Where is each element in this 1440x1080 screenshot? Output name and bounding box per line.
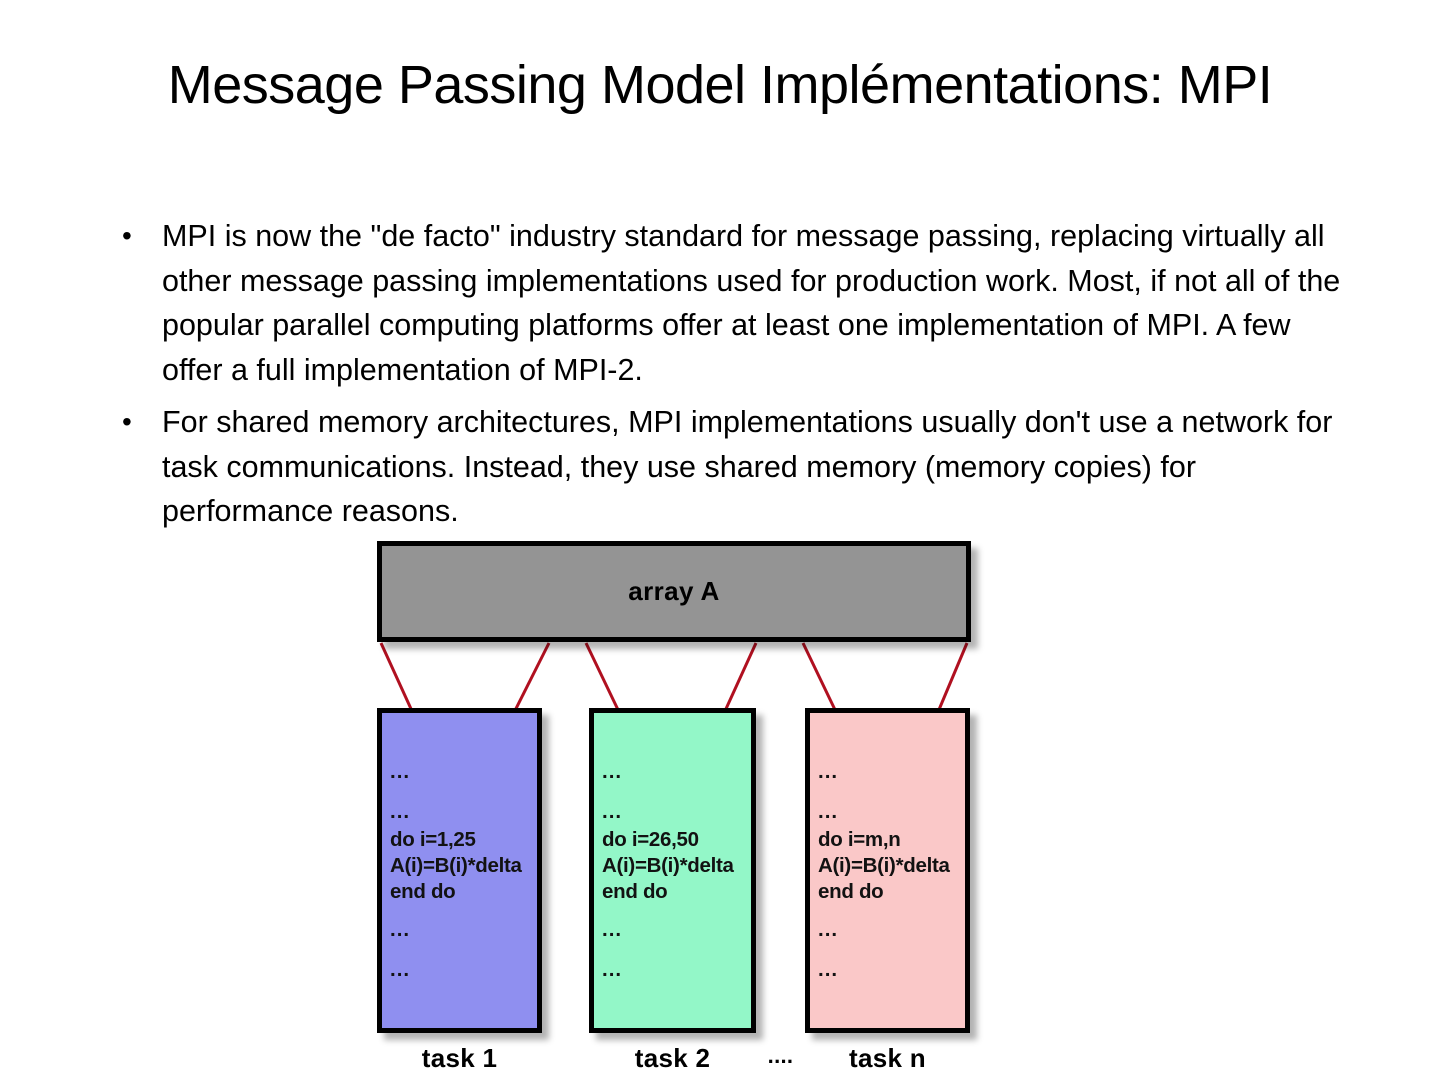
code-line: ...	[818, 800, 839, 823]
task-box-1: ... ... do i=1,25 A(i)=B(i)*delta end do…	[377, 708, 542, 1033]
code-line: ...	[602, 958, 623, 981]
spacer	[602, 787, 751, 797]
bullet-list: • MPI is now the "de facto" industry sta…	[112, 214, 1342, 542]
spacer	[390, 787, 537, 797]
list-item: • For shared memory architectures, MPI i…	[112, 400, 1342, 534]
task-caption-1: task 1	[421, 1043, 498, 1073]
code-line: ...	[818, 760, 839, 783]
task-caption-n: task n	[849, 1043, 926, 1073]
code-line: ...	[390, 760, 411, 783]
bullet-text: For shared memory architectures, MPI imp…	[162, 405, 1333, 528]
code-line: ...	[390, 918, 411, 941]
task-caption-2: task 2	[634, 1043, 711, 1073]
spacer	[390, 945, 537, 955]
code-line: A(i)=B(i)*delta	[390, 854, 522, 877]
bullet-glyph-icon: •	[122, 220, 132, 251]
code-line: do i=m,n	[818, 828, 901, 851]
list-item: • MPI is now the "de facto" industry sta…	[112, 214, 1342, 392]
task-caption-ellipsis: ....	[767, 1043, 794, 1068]
array-a-block: array A	[377, 541, 971, 642]
task-box-2: ... ... do i=26,50 A(i)=B(i)*delta end d…	[589, 708, 756, 1033]
code-line: end do	[390, 880, 456, 903]
code-line: end do	[818, 880, 884, 903]
code-line: ...	[602, 800, 623, 823]
spacer	[602, 945, 751, 955]
code-line: A(i)=B(i)*delta	[602, 854, 734, 877]
code-line: do i=1,25	[390, 828, 476, 851]
spacer	[818, 787, 965, 797]
code-line: ...	[818, 958, 839, 981]
code-line: do i=26,50	[602, 828, 699, 851]
code-line: A(i)=B(i)*delta	[818, 854, 950, 877]
page-title: Message Passing Model Implémentations: M…	[167, 55, 1273, 115]
code-line: ...	[602, 760, 623, 783]
code-line: ...	[602, 918, 623, 941]
code-line: ...	[818, 918, 839, 941]
array-a-label: array A	[628, 576, 720, 606]
spacer	[390, 905, 537, 915]
code-line: ...	[390, 958, 411, 981]
spacer	[602, 905, 751, 915]
task-box-n: ... ... do i=m,n A(i)=B(i)*delta end do …	[805, 708, 970, 1033]
code-line: ...	[390, 800, 411, 823]
code-line: end do	[602, 880, 668, 903]
spacer	[818, 945, 965, 955]
bullet-text: MPI is now the "de facto" industry stand…	[162, 219, 1341, 387]
spacer	[818, 905, 965, 915]
bullet-glyph-icon: •	[122, 406, 132, 437]
